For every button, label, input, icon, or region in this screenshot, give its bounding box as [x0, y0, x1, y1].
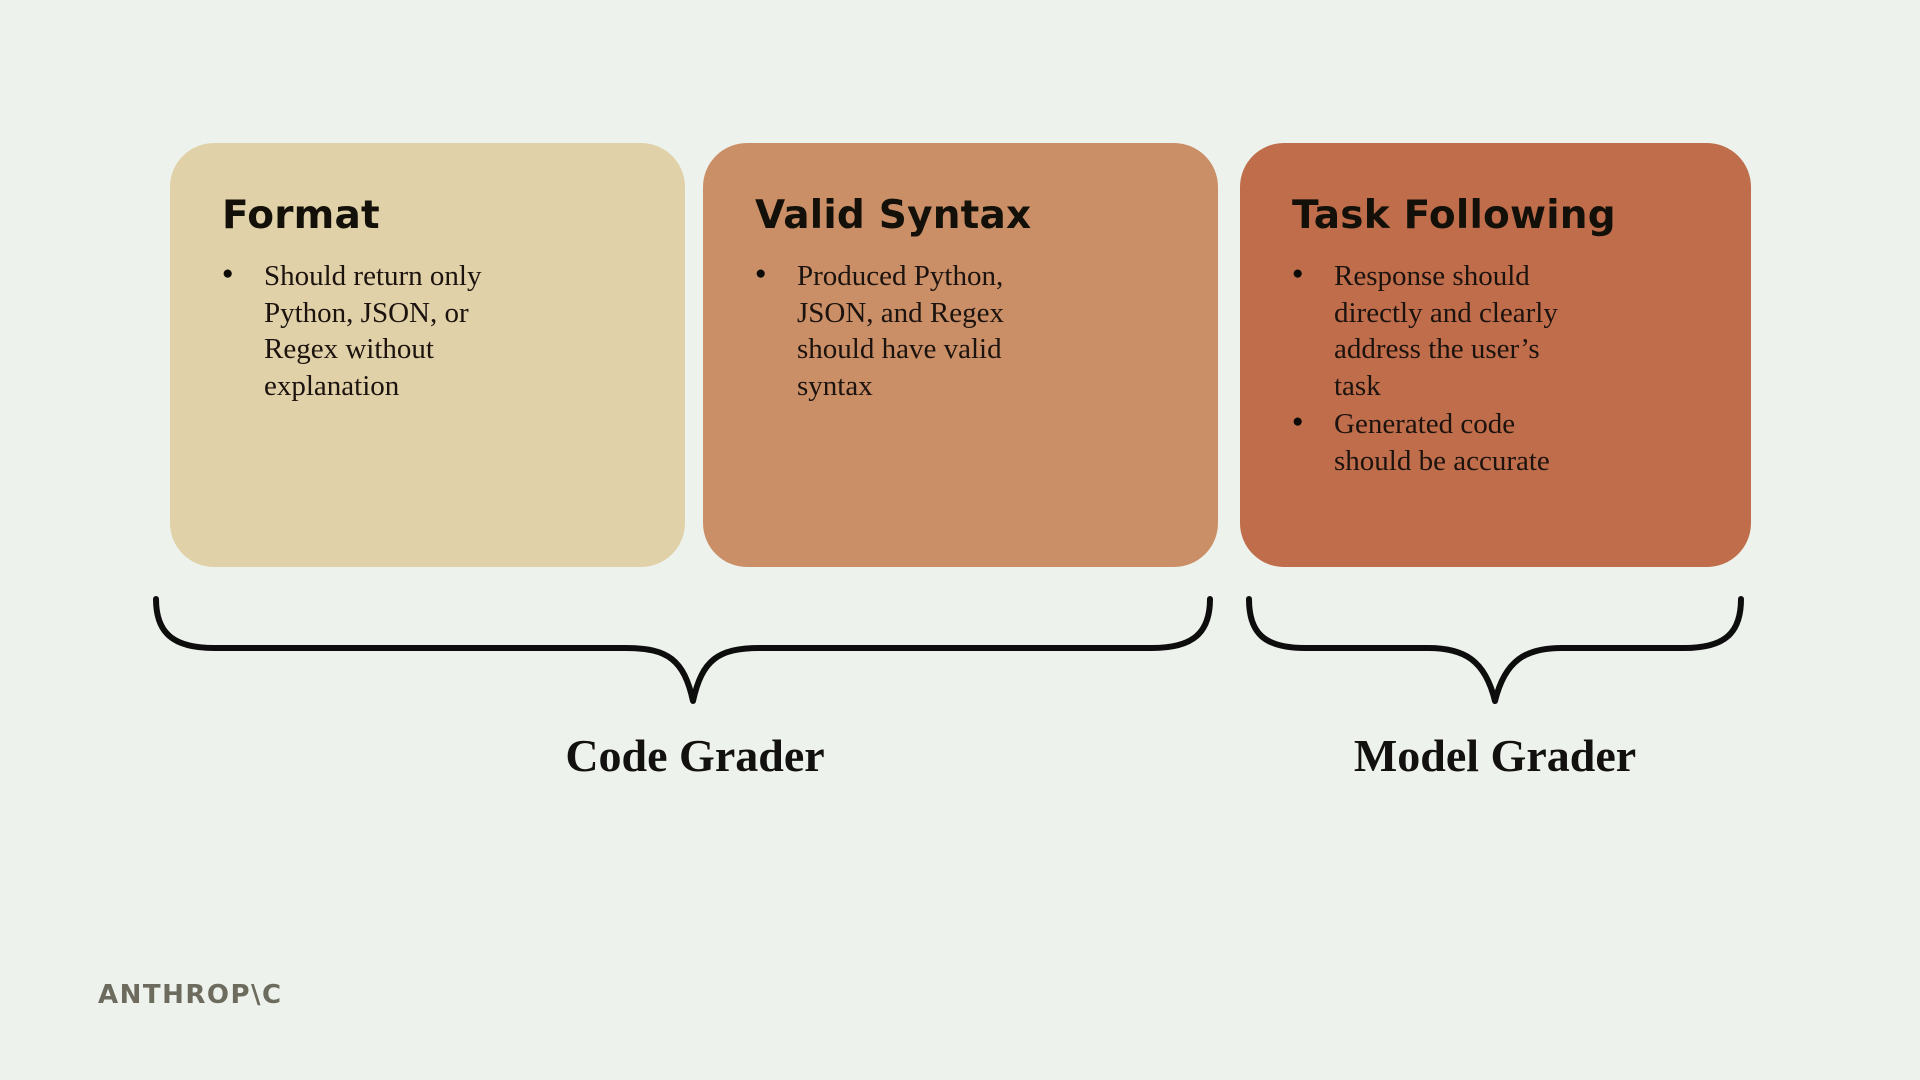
card-valid-syntax: Valid Syntax Produced Python, JSON, and …	[703, 143, 1218, 567]
card-format-title: Format	[222, 193, 380, 238]
model-grader-brace-icon	[1246, 596, 1744, 704]
card-format-bullet-list: Should return only Python, JSON, or Rege…	[222, 258, 645, 404]
bullet-item: Should return only Python, JSON, or Rege…	[222, 258, 544, 404]
anthropic-logo: ANTHROP\C	[98, 980, 283, 1010]
code-grader-brace-icon	[153, 596, 1213, 704]
bullet-item: Generated code should be accurate	[1292, 406, 1592, 479]
code-grader-label: Code Grader	[565, 730, 825, 781]
card-task-following: Task Following Response should directly …	[1240, 143, 1751, 567]
card-task-following-title: Task Following	[1292, 193, 1616, 238]
bullet-item: Produced Python, JSON, and Regex should …	[755, 258, 1077, 404]
model-grader-label: Model Grader	[1353, 730, 1637, 781]
bullet-item: Response should directly and clearly add…	[1292, 258, 1592, 404]
card-format: Format Should return only Python, JSON, …	[170, 143, 685, 567]
card-valid-syntax-title: Valid Syntax	[755, 193, 1032, 238]
card-valid-syntax-bullet-list: Produced Python, JSON, and Regex should …	[755, 258, 1178, 404]
card-task-following-bullet-list: Response should directly and clearly add…	[1292, 258, 1711, 479]
